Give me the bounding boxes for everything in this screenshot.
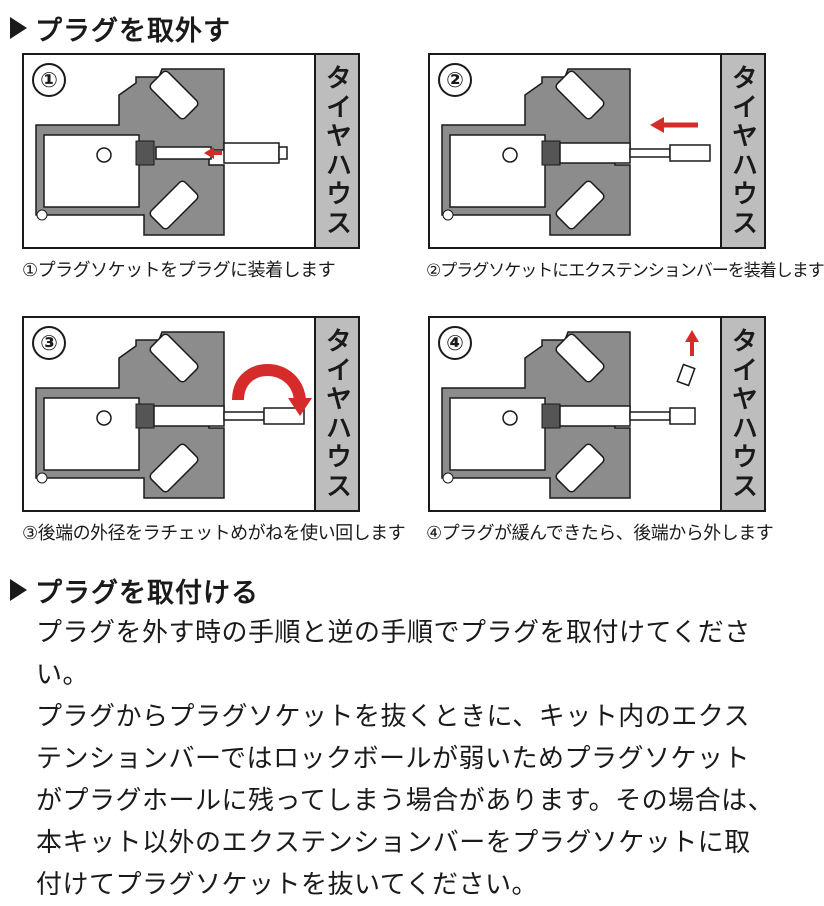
step-panel-2: ② タイヤハウス: [428, 53, 766, 249]
tire-house-label: タイヤハウス: [720, 55, 764, 247]
section-heading-install: プラグを取付ける: [10, 572, 259, 609]
section-title: プラグを取外す: [35, 15, 231, 47]
paragraph: プラグを外す時の手順と逆の手順でプラグを取付けてください。: [36, 618, 751, 690]
engine-diagram: [35, 68, 288, 236]
step-caption-2: ②プラグソケットにエクステンションバーを装着します: [426, 261, 824, 281]
step-panel-1: ① タイヤハウス: [22, 53, 360, 249]
step-caption-4: ④プラグが緩んできたら、後端から外します: [426, 523, 774, 544]
step-caption-3: ③後端の外径をラチェットめがねを使い回します: [22, 523, 406, 544]
extension-bar-icon: [153, 405, 305, 427]
paragraph: プラグからプラグソケットを抜くときに、キット内のエクステンションバーではロックボ…: [36, 702, 775, 900]
tire-house-label: タイヤハウス: [720, 318, 764, 510]
section-heading-remove: プラグを取外す: [10, 10, 231, 47]
red-arrow-left-icon: [650, 117, 698, 133]
extension-bar-icon: [559, 405, 696, 427]
step-number: ①: [32, 63, 66, 97]
extension-bar-icon: [559, 142, 711, 164]
engine-cross-section-icon: [441, 331, 631, 499]
step-panel-4: ④ タイヤハウス: [428, 316, 766, 512]
step-number: ④: [438, 326, 472, 360]
engine-diagram: [441, 330, 699, 499]
step-panel-3: ③ タイヤハウス: [22, 316, 360, 512]
section-title: プラグを取付ける: [35, 577, 259, 609]
triangle-bullet-icon: [10, 579, 27, 601]
engine-cross-section-icon: [35, 331, 225, 499]
red-arrow-up-icon: [685, 330, 699, 356]
engine-cross-section-icon: [35, 68, 225, 236]
engine-cross-section-icon: [441, 68, 631, 236]
tire-house-label: タイヤハウス: [314, 55, 358, 247]
install-instructions: プラグを外す時の手順と逆の手順でプラグを取付けてください。 プラグからプラグソケ…: [36, 612, 776, 906]
rotate-arrow-icon: [232, 364, 312, 416]
step-caption-1: ①プラグソケットをプラグに装着します: [22, 260, 336, 281]
red-arrow-left-icon: [204, 147, 222, 159]
triangle-bullet-icon: [10, 17, 27, 39]
tire-house-label: タイヤハウス: [314, 318, 358, 510]
step-number: ②: [438, 63, 472, 97]
removed-part-icon: [676, 363, 696, 387]
engine-diagram: [441, 68, 711, 236]
engine-diagram: [35, 331, 312, 499]
step-number: ③: [32, 326, 66, 360]
spark-plug-socket-icon: [155, 142, 288, 164]
